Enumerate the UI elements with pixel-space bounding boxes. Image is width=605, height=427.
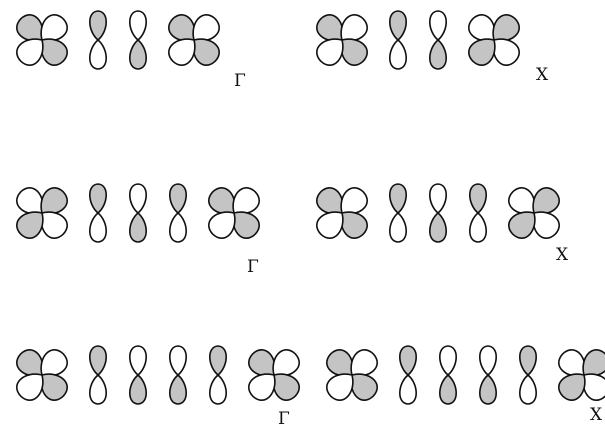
p-orbital-lobe-bottom <box>89 212 107 243</box>
p-orbital-lobe-top <box>129 183 147 214</box>
p-orbital-lobe-bottom <box>469 212 487 243</box>
d-orbital <box>316 14 368 66</box>
orbital-row-4: X <box>316 183 569 265</box>
p-orbital <box>169 183 187 243</box>
d-orbital <box>248 349 300 401</box>
p-orbital-lobe-bottom <box>399 374 417 405</box>
k-point-label: Γ <box>278 409 290 427</box>
p-orbital-lobe-bottom <box>429 212 447 243</box>
d-orbital-lobe-upper-left <box>326 373 354 401</box>
p-orbital-lobe-bottom <box>129 212 147 243</box>
p-orbital-lobe-top <box>89 183 107 214</box>
d-orbital-lobe-upper-left <box>16 211 44 239</box>
p-orbital-lobe-top <box>469 183 487 214</box>
p-orbital-lobe-top <box>519 345 537 376</box>
p-orbital <box>389 183 407 243</box>
k-point-label: X <box>556 245 569 265</box>
p-orbital <box>429 10 447 70</box>
k-point-label: Γ <box>247 257 259 277</box>
p-orbital-lobe-bottom <box>439 374 457 405</box>
p-orbital-lobe-bottom <box>209 374 227 405</box>
p-orbital-lobe-bottom <box>129 374 147 405</box>
d-orbital-lobe-upper-left <box>248 373 276 401</box>
p-orbital <box>89 345 107 405</box>
p-orbital-lobe-top <box>129 10 147 41</box>
d-orbital-lobe-upper-left <box>316 38 344 66</box>
p-orbital-lobe-top <box>169 345 187 376</box>
k-point-label: Γ <box>234 71 246 91</box>
k-point-label: X <box>590 405 603 425</box>
p-orbital <box>129 183 147 243</box>
d-orbital <box>508 187 560 239</box>
p-orbital-lobe-bottom <box>429 39 447 70</box>
d-orbital-lobe-upper-left <box>16 373 44 401</box>
p-orbital <box>89 183 107 243</box>
d-orbital <box>316 187 368 239</box>
d-orbital <box>16 14 68 66</box>
d-orbital <box>326 349 378 401</box>
p-orbital <box>439 345 457 405</box>
p-orbital-lobe-top <box>429 183 447 214</box>
p-orbital <box>389 10 407 70</box>
p-orbital-lobe-top <box>169 183 187 214</box>
p-orbital-lobe-bottom <box>519 374 537 405</box>
p-orbital-lobe-top <box>89 10 107 41</box>
d-orbital-lobe-upper-left <box>168 38 196 66</box>
d-orbital-lobe-upper-left <box>558 373 586 401</box>
orbital-row-6: X <box>326 345 605 425</box>
p-orbital <box>479 345 497 405</box>
orbital-row-1: Γ <box>16 10 246 91</box>
p-orbital-lobe-top <box>399 345 417 376</box>
p-orbital-lobe-bottom <box>169 374 187 405</box>
d-orbital <box>208 187 260 239</box>
p-orbital-lobe-bottom <box>89 374 107 405</box>
d-orbital <box>16 187 68 239</box>
d-orbital <box>168 14 220 66</box>
d-orbital <box>468 14 520 66</box>
p-orbital-lobe-bottom <box>479 374 497 405</box>
p-orbital <box>519 345 537 405</box>
p-orbital-lobe-bottom <box>89 39 107 70</box>
p-orbital <box>129 10 147 70</box>
p-orbital <box>89 10 107 70</box>
p-orbital-lobe-bottom <box>389 212 407 243</box>
p-orbital <box>399 345 417 405</box>
p-orbital-lobe-top <box>389 183 407 214</box>
k-point-label: X <box>536 65 549 85</box>
p-orbital <box>169 345 187 405</box>
p-orbital <box>209 345 227 405</box>
orbital-row-2: X <box>316 10 549 85</box>
orbital-row-5: Γ <box>16 345 300 427</box>
p-orbital <box>469 183 487 243</box>
p-orbital-lobe-top <box>429 10 447 41</box>
p-orbital-lobe-top <box>89 345 107 376</box>
d-orbital-lobe-upper-left <box>508 211 536 239</box>
d-orbital-lobe-upper-left <box>468 38 496 66</box>
p-orbital-lobe-top <box>439 345 457 376</box>
orbital-row-3: Γ <box>16 183 260 277</box>
d-orbital-lobe-upper-left <box>208 211 236 239</box>
d-orbital <box>16 349 68 401</box>
p-orbital-lobe-top <box>209 345 227 376</box>
p-orbital <box>429 183 447 243</box>
p-orbital-lobe-top <box>129 345 147 376</box>
p-orbital-lobe-top <box>479 345 497 376</box>
p-orbital-lobe-bottom <box>389 39 407 70</box>
d-orbital <box>558 349 605 401</box>
d-orbital-lobe-upper-left <box>316 211 344 239</box>
p-orbital-lobe-bottom <box>129 39 147 70</box>
p-orbital-lobe-top <box>389 10 407 41</box>
p-orbital <box>129 345 147 405</box>
p-orbital-lobe-bottom <box>169 212 187 243</box>
d-orbital-lobe-upper-left <box>16 38 44 66</box>
